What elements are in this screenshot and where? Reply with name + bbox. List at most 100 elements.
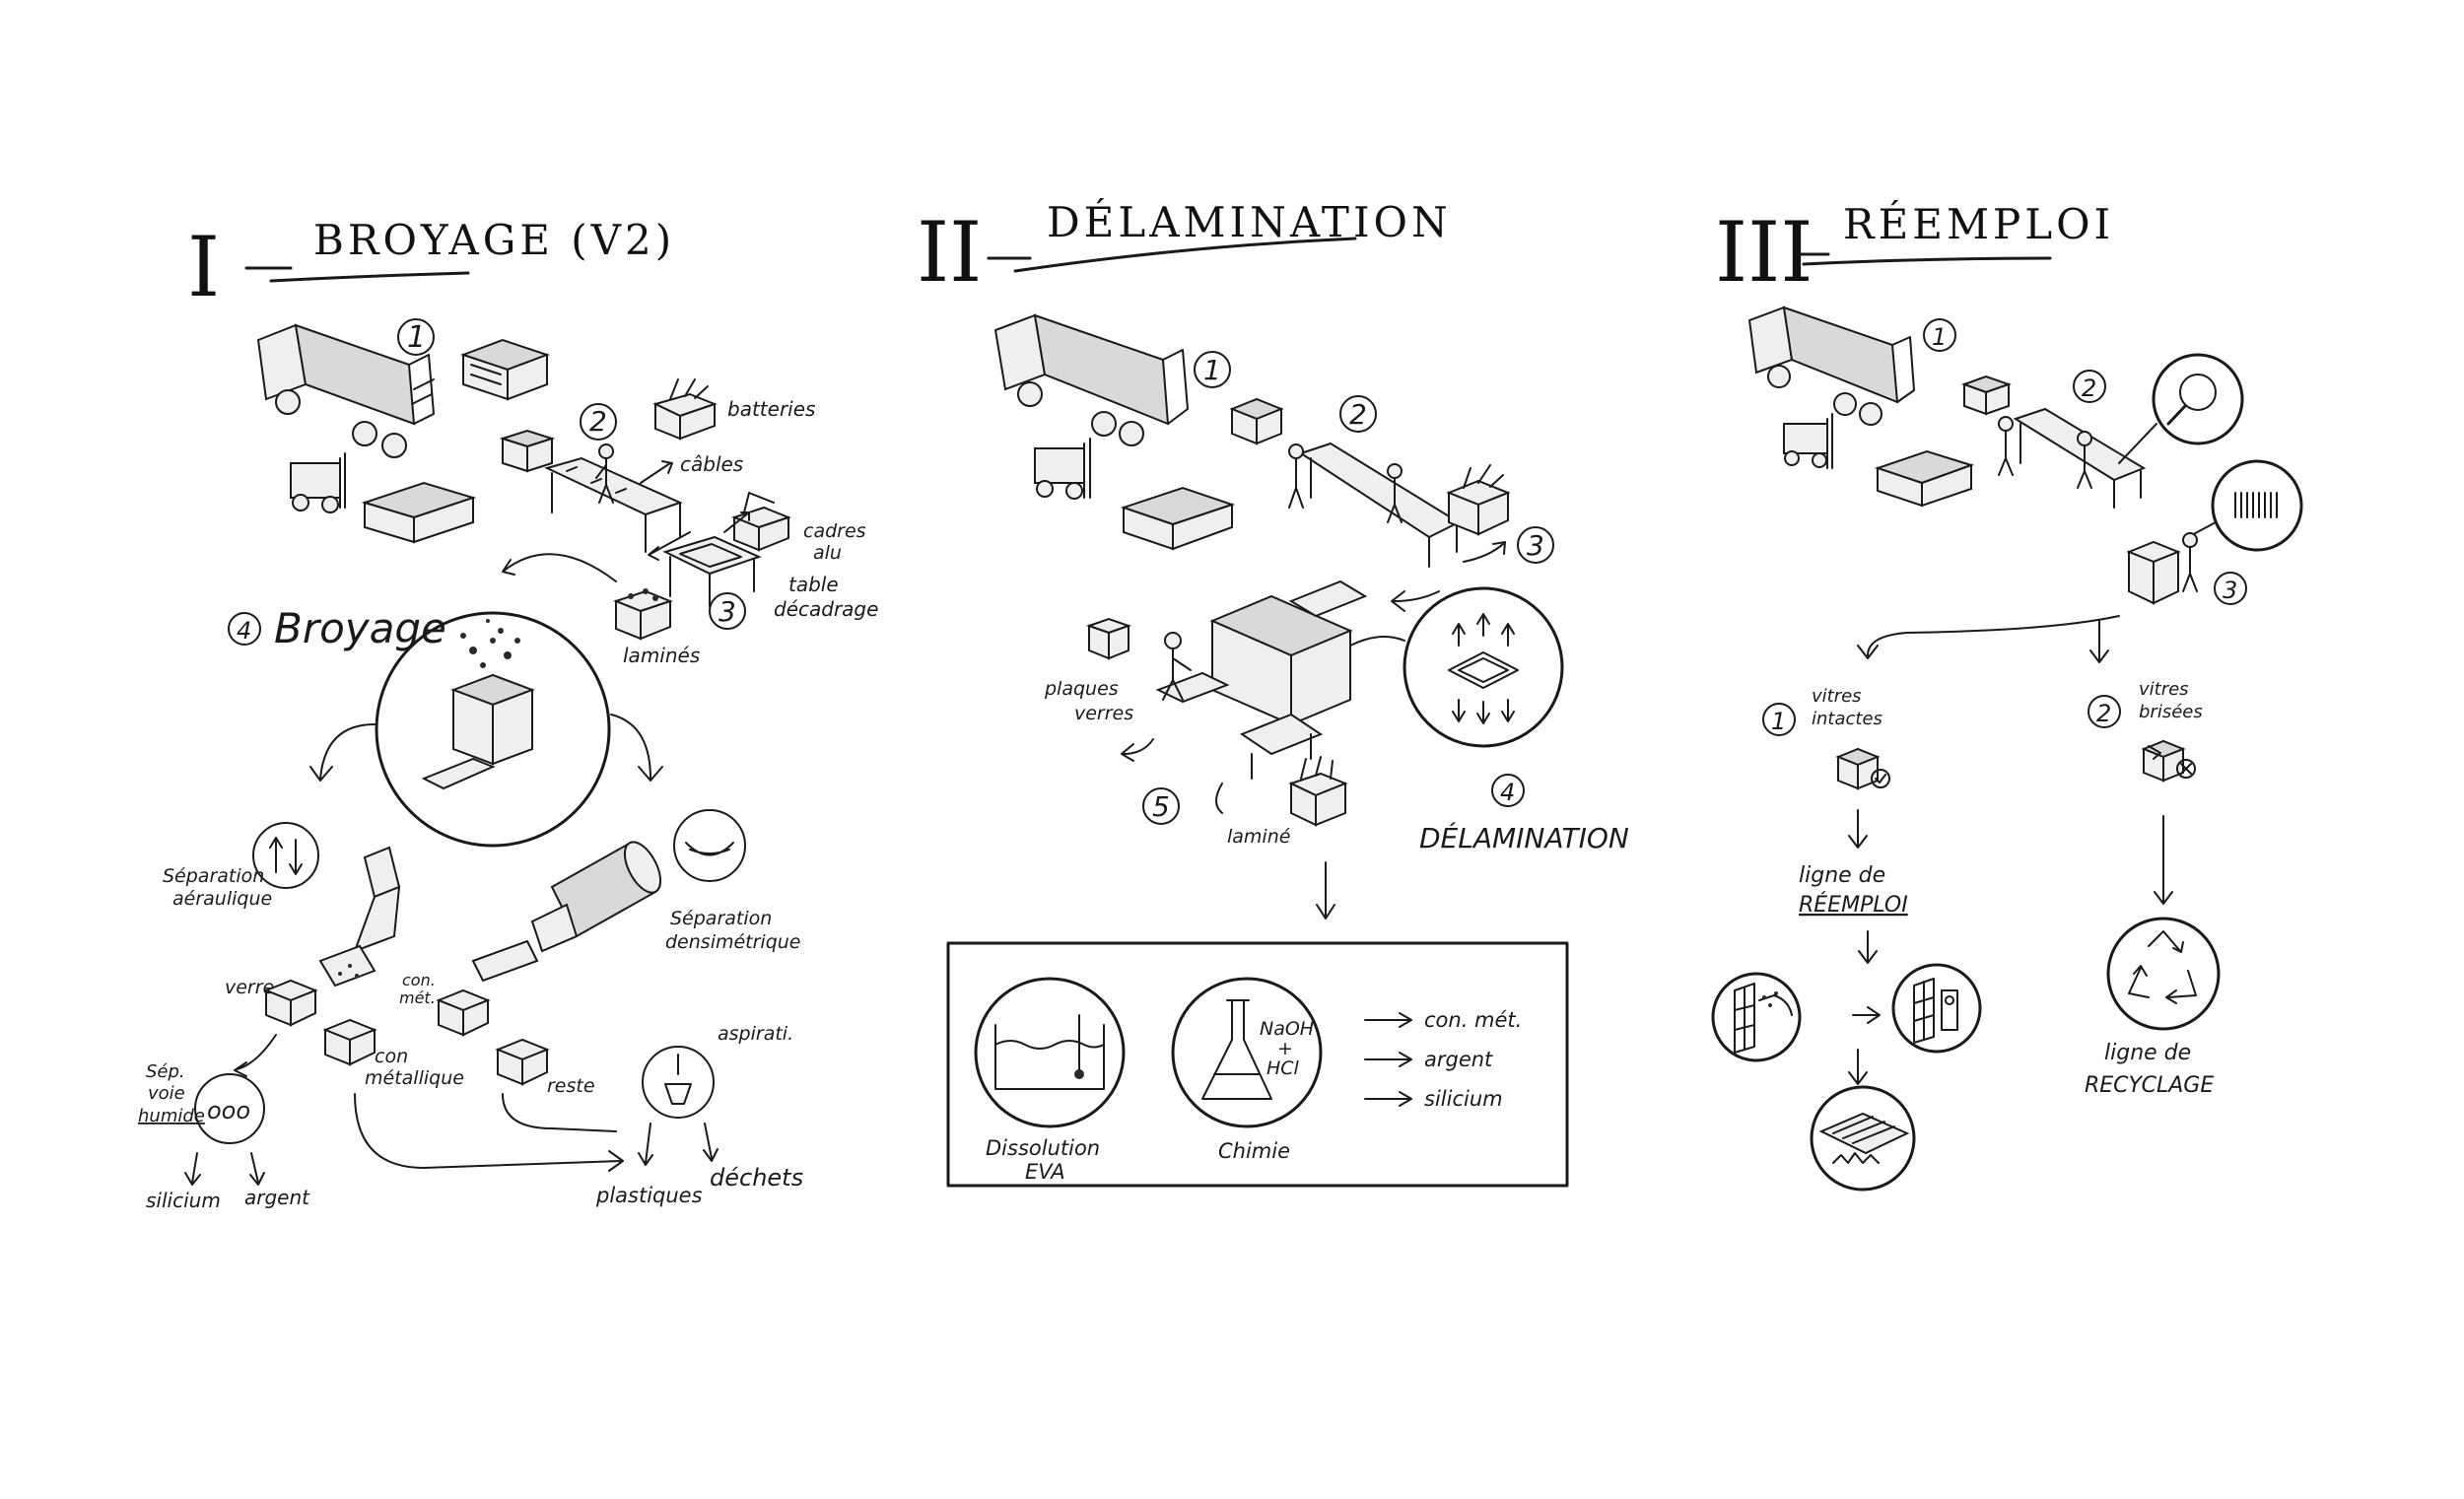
label-sep-3: humide: [138, 1106, 205, 1126]
delam-step4-number: 4: [1500, 779, 1515, 806]
broyage-step2-number: 2: [589, 405, 607, 438]
section-delamination: II DÉLAMINATION 1: [917, 197, 1629, 1188]
aspiration-circle: [642, 1046, 715, 1119]
shredder-icon: [421, 619, 535, 790]
droplets-icon: ooo: [207, 1097, 250, 1124]
label-hcl: HCl: [1266, 1057, 1300, 1079]
section-reemploi-numeral: III: [1715, 204, 1814, 301]
scanning-station-icon: [2126, 540, 2181, 605]
metal-bin-icon: [436, 988, 491, 1037]
bubble-pointer: [2118, 423, 2157, 464]
label-sep-1: Sép.: [146, 1061, 185, 1082]
scan-bubble: [2211, 459, 2303, 552]
label-sep-aer-1: Séparation: [163, 865, 264, 887]
label-intacts-2: intactes: [1812, 709, 1882, 729]
panel-stack-icon: [1961, 375, 2013, 416]
chemistry-circle: [1171, 977, 1323, 1128]
label-cm-2: métallique: [365, 1067, 464, 1089]
broyage-step4-number: 4: [237, 617, 251, 645]
airflow-icon: [269, 837, 303, 875]
chemical-process-box: [946, 941, 1569, 1188]
label-ligne-2: RÉEMPLOI: [1799, 892, 1908, 918]
label-cadres: cadres: [803, 520, 866, 542]
delam-step3-number: 3: [1527, 529, 1544, 562]
inspection-bubble: [2152, 353, 2244, 445]
laminate-bin-icon: [613, 588, 673, 641]
worker-icon: [2182, 532, 2198, 592]
arrow-icon: [309, 723, 376, 782]
section-broyage-numeral: I: [187, 219, 220, 315]
arrow-icon: [1121, 738, 1154, 762]
frame-bin-icon: [731, 492, 791, 552]
panel-stack-icon: [1874, 449, 1975, 508]
truck-icon: [1747, 306, 1915, 426]
label-recy-1: ligne de: [2104, 1041, 2191, 1065]
flow-arrow-icon: [502, 1093, 617, 1132]
label-aspiration: aspirati.: [718, 1023, 793, 1045]
arrow-icon: [610, 714, 663, 782]
broyage-machine-circle: [375, 611, 611, 848]
panel-stack-icon: [460, 338, 550, 401]
arrow-icon: [1316, 861, 1335, 920]
connector-line: [1349, 636, 1405, 647]
label-chimie: Chimie: [1218, 1139, 1290, 1163]
arrow-icon: [2089, 620, 2109, 663]
label-naoh: NaOH: [1260, 1018, 1314, 1040]
label-sep-den-2: densimétrique: [665, 931, 801, 953]
arrow-icon: [640, 460, 673, 484]
label-cm-1: con: [375, 1046, 408, 1067]
dissolution-tank-icon: [994, 1014, 1105, 1090]
arrow-icon: [2154, 815, 2173, 905]
broyage-step4-circle: [228, 612, 261, 646]
broyage-step1-number: 1: [407, 320, 426, 355]
arrow-icon: [1848, 1049, 1868, 1085]
delam-step2-circle: [1339, 395, 1377, 433]
broyage-step3-number: 3: [719, 595, 736, 628]
arrow-icon: [1364, 1091, 1412, 1107]
label-sep-2: voie: [148, 1083, 185, 1104]
glass-stack-icon: [1085, 617, 1132, 660]
air-separator-icon: [318, 846, 401, 988]
label-intacts-1: vitres: [1812, 686, 1862, 707]
density-separation-circle: [673, 809, 746, 882]
label-output-2: argent: [1424, 1048, 1493, 1071]
arrow-icon: [1852, 1006, 1881, 1024]
label-plus: +: [1277, 1038, 1293, 1059]
barcode-icon: [2234, 492, 2278, 518]
panel-stack-icon: [499, 429, 556, 473]
water-basin-icon: [685, 842, 734, 856]
magnifier-icon: [2179, 374, 2217, 411]
label-reste: reste: [547, 1075, 595, 1097]
reemploi-step3-circle: [2214, 572, 2247, 605]
label-decadrage: décadrage: [774, 597, 878, 621]
label-lamines: laminés: [623, 644, 700, 667]
worker-icon: [1387, 463, 1403, 523]
conveyor-icon: [1298, 442, 1462, 568]
broyage-step1-circle: [397, 318, 435, 356]
delam-step4-circle: [1491, 774, 1525, 807]
section-delamination-title: DÉLAMINATION: [1047, 197, 1452, 246]
section-broyage-title: BROYAGE (V2): [313, 216, 675, 264]
branch1-number: 1: [1771, 708, 1786, 735]
vacuum-icon: [664, 1054, 692, 1105]
laminate-bin-icon: [1288, 756, 1348, 827]
label-verre: verre: [225, 977, 274, 998]
reemploi-step1-circle: [1923, 318, 1956, 352]
intact-panels-icon: [1835, 747, 1890, 790]
arrow-icon: [1215, 783, 1223, 814]
arrow-icon: [234, 1034, 277, 1077]
arrow-icon: [648, 531, 691, 561]
label-lamine: laminé: [1227, 826, 1290, 848]
delam-step1-number: 1: [1203, 354, 1221, 386]
branch2-number: 2: [2096, 700, 2111, 727]
cleaning-circle: [1711, 972, 1802, 1062]
reemploi-step1-number: 1: [1932, 323, 1947, 351]
arrow-icon: [638, 1123, 653, 1166]
solar-installation-icon: [1818, 1112, 1910, 1164]
arrow-icon: [1858, 930, 1878, 964]
conveyor-icon: [544, 456, 683, 553]
label-argent: argent: [244, 1186, 310, 1209]
label-sep-aer-2: aéraulique: [172, 888, 272, 910]
arrow-icon: [502, 553, 617, 582]
delam-step2-number: 2: [1349, 398, 1367, 431]
